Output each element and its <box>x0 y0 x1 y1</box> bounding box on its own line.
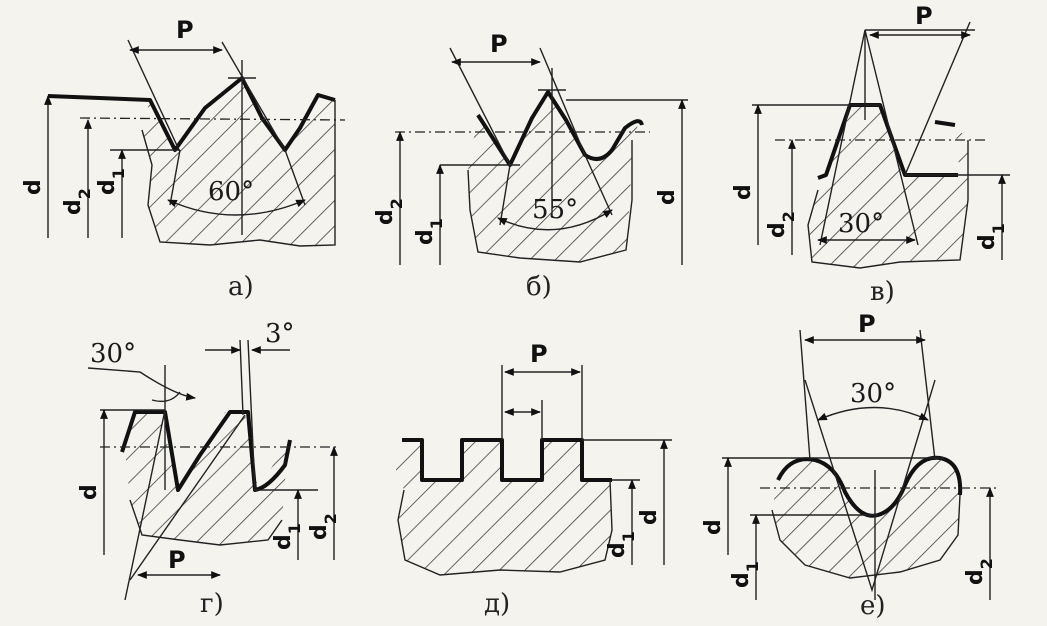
figure-a-caption: а) <box>228 272 254 302</box>
figure-d-caption: д) <box>484 589 510 619</box>
figure-e-dim-d: d <box>701 519 726 535</box>
figure-d: P d1 d д) <box>396 340 672 619</box>
figure-e-body <box>772 457 961 578</box>
figure-g-caption: г) <box>200 589 224 619</box>
figure-g: P 30° 3° d d1 d2 г) <box>77 319 340 619</box>
figure-v: P 30° d d2 d1 в) <box>731 2 1010 307</box>
figure-d-pitch-label: P <box>530 340 548 368</box>
figure-v-body <box>808 105 968 268</box>
figure-e-caption: е) <box>860 591 886 621</box>
figure-g-dim-d: d <box>77 484 102 500</box>
figure-g-angle-main-label: 30° <box>90 339 136 369</box>
figure-e-angle-label: 30° <box>850 379 896 409</box>
figure-v-pitch-label: P <box>915 2 933 30</box>
figure-b-pitch-label: P <box>490 30 508 58</box>
figure-d-body <box>396 440 612 575</box>
figure-e: P 30° d d1 d2 е) <box>701 310 1000 621</box>
figure-v-caption: в) <box>870 277 895 307</box>
figure-b-angle-label: 55° <box>532 195 578 225</box>
figure-a-angle-label: 60° <box>208 177 254 207</box>
figure-a-pitch-label: P <box>176 16 194 44</box>
figure-a-body <box>142 78 335 246</box>
figure-g-angle-small-label: 3° <box>265 319 295 349</box>
figure-g-body <box>125 412 290 545</box>
figure-b-dim-d: d <box>655 189 680 205</box>
figure-a: P 60° d d2 d1 а) <box>21 16 346 302</box>
figure-g-pitch-label: P <box>168 546 186 574</box>
figure-b-caption: б) <box>526 272 552 302</box>
figure-v-angle-label: 30° <box>838 209 884 239</box>
figure-v-dim-d: d <box>731 184 756 200</box>
figure-b-body <box>468 92 640 262</box>
figure-b: P 55° d2 d1 d б) <box>373 30 688 302</box>
figure-e-pitch-label: P <box>858 310 876 338</box>
figure-a-dim-d: d <box>21 179 46 195</box>
figure-d-dim-d: d <box>637 509 662 525</box>
